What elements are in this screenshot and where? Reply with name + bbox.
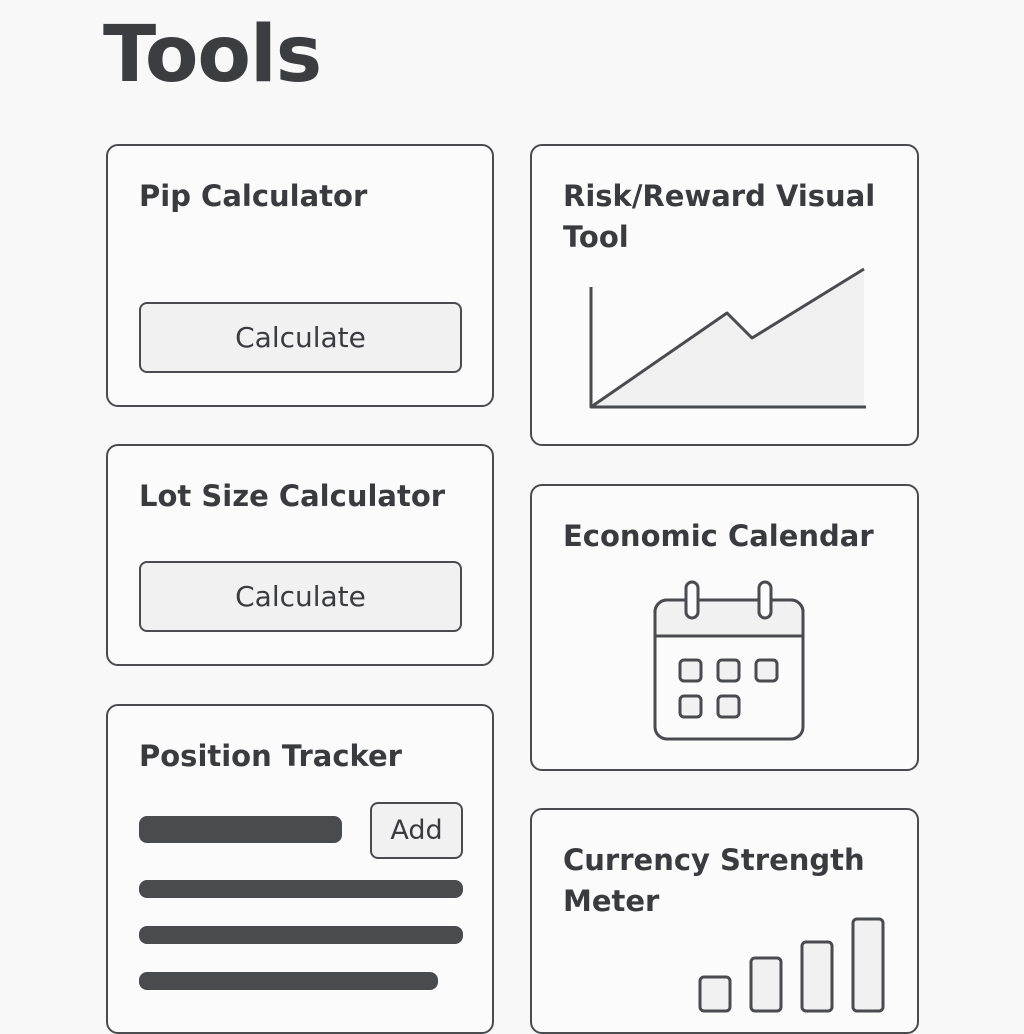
position-row (139, 926, 463, 944)
page-title: Tools (103, 10, 322, 100)
currency-strength-title-line1: Currency Strength (563, 843, 865, 877)
pip-calculate-button[interactable]: Calculate (139, 302, 462, 373)
position-tracker-title: Position Tracker (139, 739, 402, 773)
lot-size-calculator-title: Lot Size Calculator (139, 479, 446, 513)
risk-reward-card[interactable]: Risk/Reward Visual Tool (530, 144, 919, 446)
risk-reward-title-line2: Tool (563, 220, 629, 254)
economic-calendar-card[interactable]: Economic Calendar (530, 484, 919, 771)
lot-size-calculate-button[interactable]: Calculate (139, 561, 462, 632)
area-chart-icon (589, 267, 866, 409)
economic-calendar-title: Economic Calendar (563, 519, 874, 553)
lot-size-calculator-card: Lot Size Calculator Calculate (106, 444, 494, 666)
bar-meter-icon (698, 917, 885, 1013)
currency-strength-title: Currency Strength Meter (563, 840, 865, 922)
currency-strength-card[interactable]: Currency Strength Meter (530, 808, 919, 1034)
currency-strength-title-line2: Meter (563, 884, 660, 918)
risk-reward-title: Risk/Reward Visual Tool (563, 176, 875, 258)
pip-calculator-card: Pip Calculator Calculate (106, 144, 494, 407)
risk-reward-title-line1: Risk/Reward Visual (563, 179, 876, 213)
calendar-icon (653, 580, 805, 741)
position-input-placeholder[interactable] (139, 816, 342, 843)
add-position-button[interactable]: Add (370, 802, 463, 859)
position-row (139, 880, 463, 898)
position-tracker-card: Position Tracker Add (106, 704, 494, 1034)
pip-calculator-title: Pip Calculator (139, 179, 368, 213)
position-row (139, 972, 438, 990)
